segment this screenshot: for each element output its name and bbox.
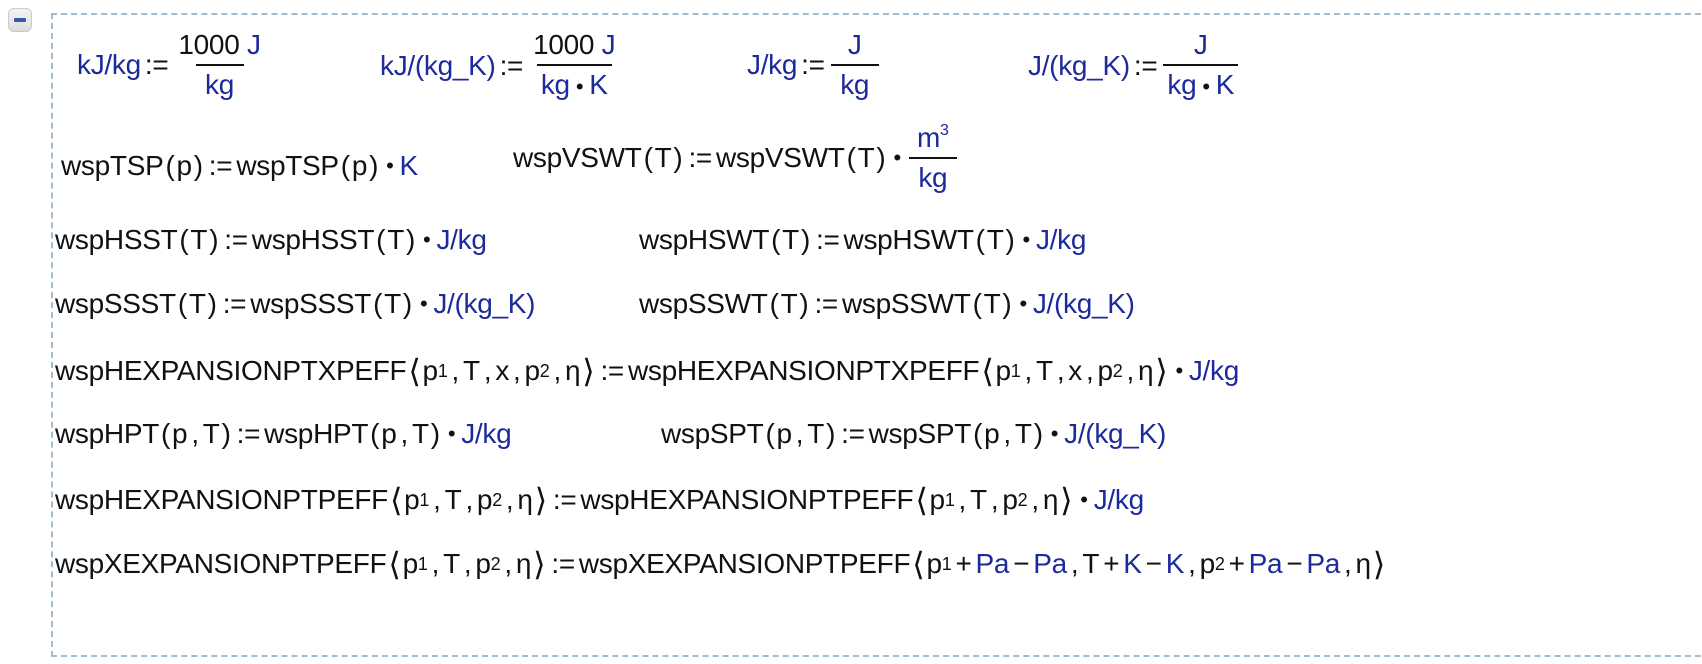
lhs: J/kg — [747, 49, 798, 80]
func-def-wspTSP[interactable]: wspTSP (p) := wspTSP (p) • K — [61, 150, 418, 181]
assign-operator: := — [499, 50, 524, 81]
fraction: J kg•K — [1163, 30, 1239, 102]
unit-def-kJ-per-kg-K[interactable]: kJ/(kg_K) := 1000 J kg•K — [380, 30, 621, 102]
minus-icon — [14, 18, 26, 22]
func-def-wspHSWT[interactable]: wspHSWT (T) := wspHSWT (T) • J/kg — [639, 224, 1087, 255]
lhs: kJ/(kg_K) — [380, 50, 496, 81]
func-def-wspSSST[interactable]: wspSSST (T) := wspSSST (T) • J/(kg_K) — [55, 288, 536, 319]
assign-operator: := — [1133, 50, 1158, 81]
func-def-wspHPT[interactable]: wspHPT (p,T) := wspHPT (p,T) • J/kg — [55, 418, 512, 449]
collapse-region-button[interactable] — [8, 8, 32, 32]
collapsible-area-region — [51, 13, 1702, 657]
unit-def-J-per-kg-K[interactable]: J/(kg_K) := J kg•K — [1028, 30, 1240, 102]
assign-operator: := — [801, 49, 825, 80]
lhs: kJ/kg — [77, 49, 141, 80]
func-def-wspSSWT[interactable]: wspSSWT (T) := wspSSWT (T) • J/(kg_K) — [639, 288, 1135, 319]
assign-operator: := — [144, 49, 169, 80]
fraction: m3 kg — [908, 123, 957, 193]
func-def-wspVSWT[interactable]: wspVSWT (T) := wspVSWT (T) • m3 kg — [513, 123, 959, 193]
fraction: J kg — [830, 30, 879, 100]
unit-def-kJ-per-kg[interactable]: kJ/kg := 1000 J kg — [77, 30, 267, 100]
fraction: 1000 J kg•K — [533, 29, 616, 100]
func-def-wspHSST[interactable]: wspHSST (T) := wspHSST (T) • J/kg — [55, 224, 487, 255]
fraction: 1000 J kg — [178, 29, 261, 100]
func-def-wspSPT[interactable]: wspSPT (p,T) := wspSPT (p,T) • J/(kg_K) — [661, 418, 1166, 449]
unit-def-J-per-kg[interactable]: J/kg := J kg — [747, 30, 881, 100]
lhs: J/(kg_K) — [1028, 50, 1130, 81]
